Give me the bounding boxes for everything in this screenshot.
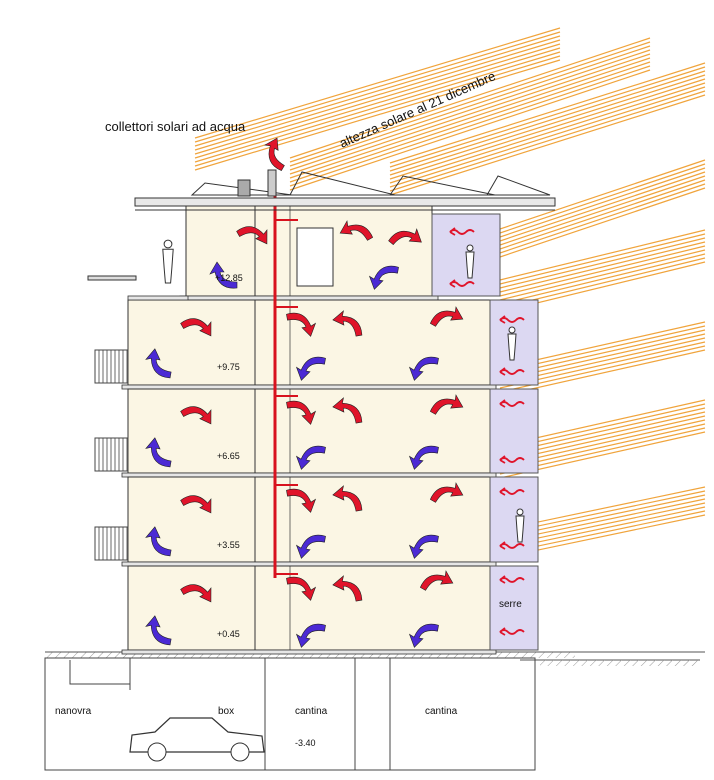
balcony	[94, 437, 129, 472]
cool-air-arrow-icon	[145, 437, 172, 468]
warm-air-arrow-icon	[332, 575, 363, 602]
garage-label: nanovra	[55, 706, 92, 717]
warm-air-arrow-icon	[286, 312, 317, 337]
cool-air-arrow-icon	[209, 261, 238, 289]
box-label: box	[218, 706, 234, 717]
chimney-icon	[237, 179, 251, 197]
left-balconies	[94, 349, 129, 561]
greenhouse-bay	[489, 476, 539, 563]
hot-water-pipe	[273, 196, 298, 578]
warm-air-arrow-icon	[499, 315, 525, 324]
collectors-label: collettori solari ad acqua	[105, 119, 246, 134]
cool-air-arrow-icon	[368, 265, 399, 290]
warm-air-arrow-icon	[286, 400, 317, 425]
cellar-label-2: cantina	[425, 706, 458, 717]
cool-air-arrow-icon	[295, 356, 326, 381]
warm-air-arrow-icon	[286, 576, 317, 601]
warm-air-arrow-icon	[449, 227, 475, 236]
stair-door	[296, 227, 334, 287]
level-floor-2: +3.55	[217, 540, 240, 550]
level-floor-3: +6.65	[217, 451, 240, 461]
warm-air-arrow-icon	[499, 575, 525, 584]
level-floor-1: +0.45	[217, 629, 240, 639]
person-icon	[507, 326, 517, 361]
balcony	[94, 526, 129, 561]
cool-air-arrow-icon	[408, 445, 439, 470]
cool-air-arrow-icon	[408, 534, 439, 559]
cool-air-arrow-icon	[295, 445, 326, 470]
warm-air-arrow-icon	[180, 318, 212, 337]
basement	[44, 657, 536, 771]
level-basement: -3.40	[295, 738, 316, 748]
cool-air-arrow-icon	[145, 526, 172, 557]
greenhouse-label: serre	[499, 599, 522, 610]
canopy	[87, 275, 137, 281]
warm-air-arrow-icon	[429, 394, 464, 415]
floor-level	[121, 476, 497, 567]
cool-air-arrow-icon	[145, 615, 172, 646]
person-icon	[162, 239, 174, 284]
warm-air-arrow-icon	[339, 220, 374, 241]
person-icon	[465, 244, 475, 279]
warm-air-arrow-icon	[499, 627, 525, 636]
cool-air-arrow-icon	[408, 623, 439, 648]
greenhouse-bay	[489, 388, 539, 474]
cellar-label-1: cantina	[295, 706, 328, 717]
sun-ray-bundle	[496, 159, 706, 259]
warm-air-arrow-icon	[332, 485, 363, 512]
car-icon	[129, 717, 265, 762]
warm-air-arrow-icon	[499, 487, 525, 496]
cool-air-arrow-icon	[295, 623, 326, 648]
warm-air-arrow-icon	[429, 306, 464, 327]
sun-ray-bundle	[389, 62, 706, 196]
warm-air-arrow-icon	[449, 279, 475, 288]
warm-air-arrow-icon	[180, 495, 212, 514]
sun-ray-bundle	[194, 27, 561, 171]
warm-air-arrow-icon	[499, 367, 525, 376]
floor-level	[121, 299, 497, 390]
balcony	[94, 349, 129, 384]
warm-air-arrow-icon	[499, 541, 525, 550]
warm-air-arrow-icon	[286, 488, 317, 513]
cool-air-arrow-icon	[145, 348, 172, 379]
warm-air-arrow-icon	[332, 397, 363, 424]
warm-air-arrow-icon	[499, 455, 525, 464]
sun-ray-bundle	[499, 229, 706, 313]
warm-air-arrow-icon	[419, 570, 454, 591]
sun-altitude-label: altezza solare al 21 dicembre	[337, 68, 498, 150]
roof	[87, 169, 556, 281]
greenhouse-bay	[489, 565, 539, 651]
warm-air-arrow-icon	[180, 406, 212, 425]
person-icon	[515, 508, 525, 543]
terrace-slab	[127, 295, 189, 301]
level-floor-4: +9.75	[217, 362, 240, 372]
warm-air-arrow-icon	[332, 310, 363, 337]
sun-ray-bundle	[289, 37, 651, 191]
floor-level	[121, 388, 497, 478]
cool-air-arrow-icon	[408, 356, 439, 381]
warm-air-arrow-icon	[499, 399, 525, 408]
vent-icon	[267, 169, 277, 197]
warm-air-arrow-icon	[429, 482, 464, 503]
warm-air-arrow-icon	[236, 226, 268, 245]
warm-air-arrow-icon	[264, 137, 285, 172]
cool-air-arrow-icon	[295, 534, 326, 559]
level-roof: +12.85	[215, 273, 243, 283]
warm-air-arrow-icon	[388, 228, 422, 246]
warm-air-arrow-icon	[180, 584, 212, 603]
